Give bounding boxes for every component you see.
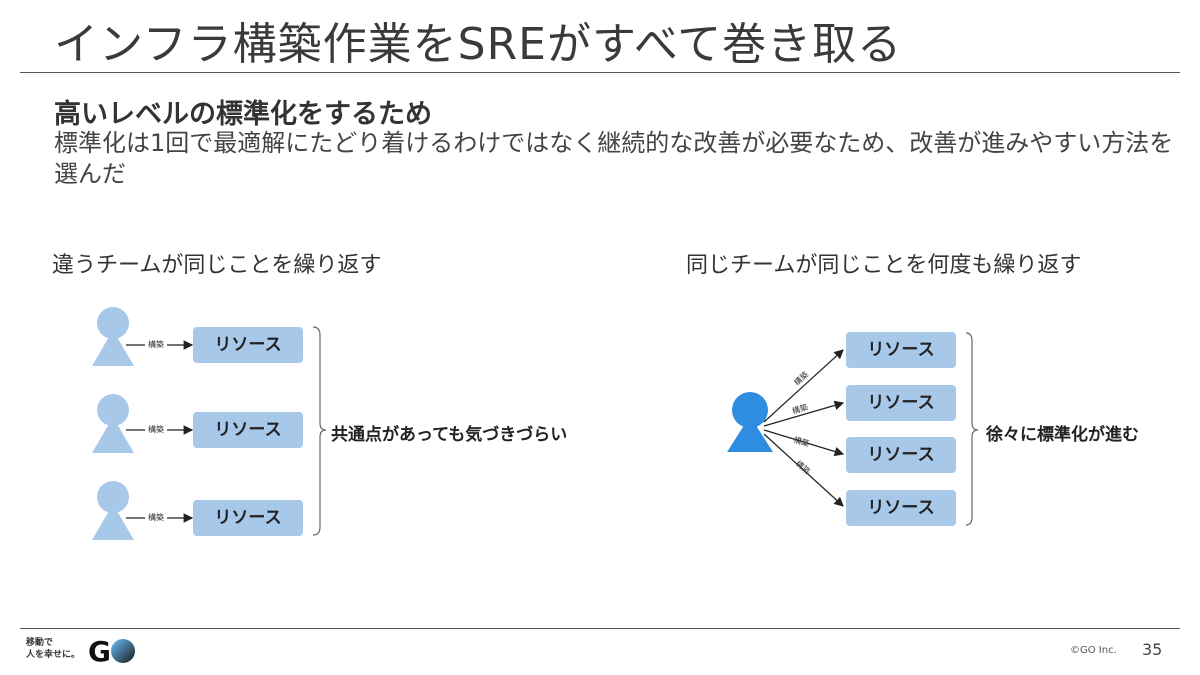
- footer-divider: [20, 628, 1180, 629]
- logo-tagline-line2: 人を幸せに。: [26, 650, 81, 660]
- body-text: 標準化は1回で最適解にたどり着けるわけではなく継続的な改善が必要なため、改善が進…: [54, 129, 1174, 188]
- arrow-label: 構築: [792, 434, 810, 448]
- resource-box: リソース: [846, 385, 956, 421]
- logo-tagline-line1: 移動で: [26, 638, 54, 648]
- arrow-label: 構築: [148, 339, 164, 349]
- resource-box: リソース: [846, 490, 956, 526]
- build-arrow: [763, 429, 845, 457]
- right-diagram-note: 徐々に標準化が進む: [986, 425, 1139, 445]
- arrow-label: 構築: [148, 424, 164, 434]
- title-divider: [20, 72, 1180, 73]
- person-icon: [92, 394, 134, 453]
- arrow-label: 構築: [791, 402, 809, 416]
- svg-text:G: G: [88, 635, 111, 668]
- arrow-label: 構築: [148, 512, 164, 522]
- go-logo-mark: G: [88, 635, 135, 668]
- slide-title: インフラ構築作業をSREがすべて巻き取る: [54, 19, 903, 70]
- left-diagram-label: 違うチームが同じことを繰り返す: [52, 253, 382, 278]
- build-arrow: [763, 400, 845, 427]
- build-arrow: [763, 433, 844, 507]
- arrow-label: 構築: [794, 458, 813, 476]
- person-icon-dark: [727, 392, 773, 452]
- resource-box: リソース: [193, 412, 303, 448]
- resource-box: リソース: [846, 332, 956, 368]
- resource-box: リソース: [193, 327, 303, 363]
- page-number: 35: [1142, 640, 1163, 659]
- arrow-label: 構築: [792, 369, 811, 387]
- person-icon: [92, 307, 134, 366]
- resource-box: リソース: [846, 437, 956, 473]
- subheading: 高いレベルの標準化をするため: [54, 99, 432, 130]
- build-arrow: [763, 349, 844, 423]
- right-diagram-label: 同じチームが同じことを何度も繰り返す: [686, 253, 1082, 278]
- resource-box: リソース: [193, 500, 303, 536]
- person-icon: [92, 481, 134, 540]
- copyright: ©GO Inc.: [1070, 645, 1117, 656]
- left-diagram-note: 共通点があっても気づきづらい: [331, 425, 568, 445]
- right-bracket: [965, 332, 979, 526]
- logo-tagline: 移動で 人を幸せに。: [26, 637, 86, 661]
- left-bracket: [312, 326, 327, 536]
